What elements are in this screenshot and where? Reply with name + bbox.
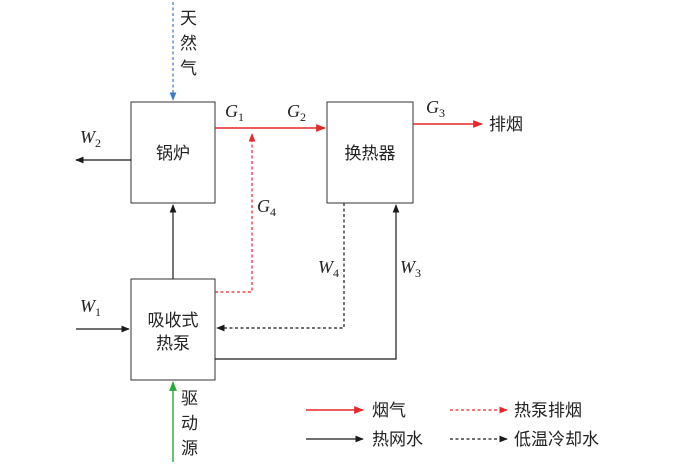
- legend-hot-water-label: 热网水: [372, 430, 423, 450]
- w2-label: W2: [80, 127, 101, 150]
- heat-pump-exhaust-g4: [215, 133, 256, 293]
- heat-exchanger-box: [326, 101, 414, 204]
- g3-label: G3: [426, 97, 445, 120]
- natural-gas-char-2: 然: [180, 34, 197, 54]
- legend-flue-gas-label: 烟气: [372, 401, 406, 421]
- boiler-label: 锅炉: [156, 144, 190, 164]
- w4-cooling-water-arrow: [216, 203, 345, 332]
- heat-pump-label-line1: 吸收式: [148, 311, 199, 331]
- boiler-box: [130, 101, 216, 204]
- w3-label: W3: [400, 257, 421, 280]
- natural-gas-char-1: 天: [180, 9, 197, 29]
- natural-gas-char-3: 气: [180, 59, 197, 79]
- legend-heat-pump-exhaust-label: 热泵排烟: [514, 401, 582, 421]
- w3-hot-water-arrow: [215, 204, 400, 360]
- drive-source-char-1: 驱: [181, 389, 198, 409]
- g2-label: G2: [287, 101, 306, 124]
- w4-label: W4: [318, 257, 339, 280]
- w1-label: W1: [80, 296, 101, 319]
- drive-source-char-3: 源: [181, 439, 198, 459]
- g4-label: G4: [257, 196, 276, 219]
- heat-exchanger-label: 换热器: [345, 144, 396, 164]
- legend-cooling-water-label: 低温冷却水: [514, 430, 599, 450]
- exhaust-label: 排烟: [489, 115, 523, 135]
- legend: 烟气 热泵排烟 热网水 低温冷却水: [306, 401, 599, 450]
- heat-pump-label-line2: 热泵: [156, 334, 190, 354]
- drive-source-char-2: 动: [181, 414, 198, 434]
- g1-label: G1: [225, 101, 244, 124]
